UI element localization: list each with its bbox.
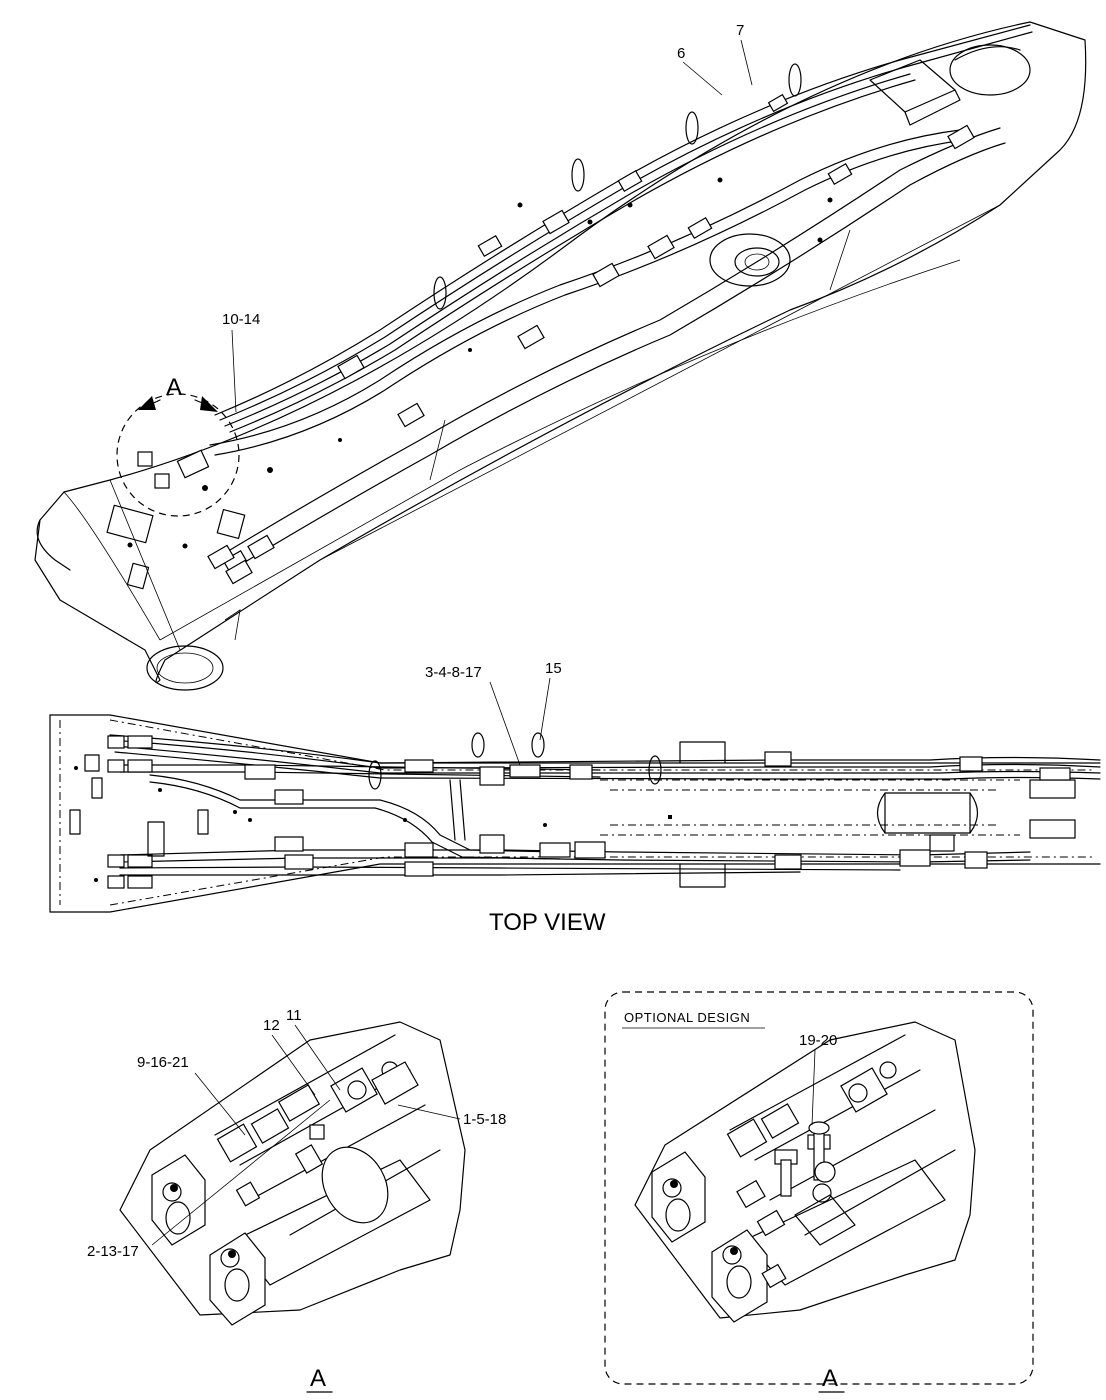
detail-a-right-callouts: 19-20 A bbox=[799, 1032, 845, 1393]
bolt-dots-iso bbox=[127, 177, 833, 549]
callout-7: 7 bbox=[736, 22, 744, 39]
iso-callouts: 6 7 10-14 A bbox=[166, 22, 753, 413]
top-view-callouts: 3-4-8-17 15 TOP VIEW bbox=[425, 660, 606, 936]
callout-19-20: 19-20 bbox=[799, 1032, 837, 1049]
callout-15: 15 bbox=[545, 660, 562, 677]
callout-2-13-17: 2-13-17 bbox=[87, 1243, 139, 1260]
callout-10-14: 10-14 bbox=[222, 311, 260, 328]
optional-design-label: OPTIONAL DESIGN bbox=[624, 1010, 750, 1025]
callout-1-5-18: 1-5-18 bbox=[463, 1111, 506, 1128]
detail-a-left-label: A bbox=[310, 1365, 326, 1392]
detail-a-left bbox=[119, 1021, 466, 1326]
hose-clamps-iso bbox=[222, 93, 975, 573]
detail-a-right bbox=[634, 1021, 976, 1323]
top-view-label: TOP VIEW bbox=[489, 909, 606, 936]
optional-design-frame: OPTIONAL DESIGN bbox=[604, 991, 1034, 1385]
top-view-clamps bbox=[107, 735, 1076, 889]
callout-6: 6 bbox=[677, 45, 685, 62]
callout-12: 12 bbox=[263, 1017, 280, 1034]
callout-3-4-8-17: 3-4-8-17 bbox=[425, 664, 482, 681]
detail-a-marker bbox=[116, 393, 240, 517]
callout-9-16-21: 9-16-21 bbox=[137, 1054, 189, 1071]
isometric-boom-view bbox=[34, 21, 1087, 691]
detail-a-left-callouts: 9-16-21 12 11 1-5-18 2-13-17 A bbox=[87, 1007, 506, 1393]
detail-a-callout: A bbox=[166, 374, 182, 401]
top-view-drawing bbox=[49, 714, 1101, 913]
callout-11: 11 bbox=[286, 1007, 302, 1024]
detail-a-right-label: A bbox=[822, 1365, 838, 1392]
